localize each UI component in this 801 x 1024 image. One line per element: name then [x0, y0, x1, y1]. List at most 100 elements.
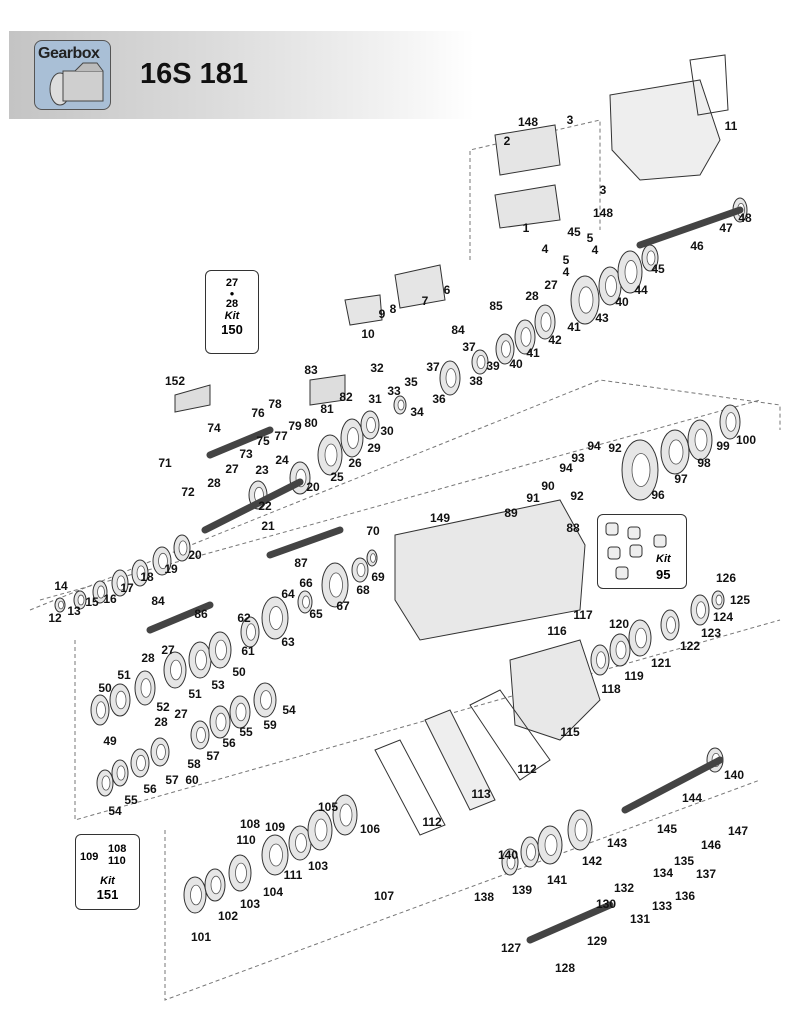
shaft	[201, 478, 304, 534]
gear-bore	[725, 412, 737, 432]
part-label-13: 13	[67, 604, 81, 618]
part-label-101: 101	[190, 930, 212, 944]
part-label-134: 134	[652, 866, 674, 880]
part-label-28: 28	[207, 476, 221, 490]
part-label-45: 45	[567, 225, 581, 239]
gear-bore	[116, 765, 126, 781]
gear-bore	[246, 623, 256, 641]
part-label-97: 97	[674, 472, 688, 486]
gear-bore	[445, 368, 457, 388]
shaft	[526, 901, 614, 944]
gear-bore	[635, 627, 647, 649]
part-label-48: 48	[738, 211, 752, 225]
gear-bore	[476, 354, 486, 369]
kit-part: 28	[225, 298, 239, 310]
part-label-26: 26	[348, 456, 362, 470]
part-label-96: 96	[651, 488, 665, 502]
part-label-103: 103	[239, 897, 261, 911]
part-label-15: 15	[85, 595, 99, 609]
part-label-140: 140	[497, 848, 519, 862]
part-label-94: 94	[587, 439, 601, 453]
part-label-123: 123	[700, 626, 722, 640]
cover-plate	[494, 124, 561, 176]
kit-box-151: 109 108 110 Kit 151	[75, 834, 140, 910]
part-label-133: 133	[651, 899, 673, 913]
part-label-79: 79	[288, 419, 302, 433]
gear-bore	[158, 552, 168, 570]
part-label-127: 127	[500, 941, 522, 955]
part-label-129: 129	[586, 934, 608, 948]
sleeve	[309, 374, 346, 406]
part-label-44: 44	[634, 283, 648, 297]
page-title: 16S 181	[140, 58, 249, 90]
gear-bore	[574, 818, 588, 842]
part-label-117: 117	[573, 608, 593, 622]
part-label-152: 152	[164, 374, 186, 388]
plate	[424, 709, 496, 811]
part-label-108: 108	[239, 817, 261, 831]
part-label-112: 112	[517, 762, 537, 776]
part-label-148: 148	[592, 206, 614, 220]
part-label-20: 20	[188, 548, 202, 562]
cover-gasket	[689, 54, 729, 116]
part-label-24: 24	[275, 453, 289, 467]
part-label-144: 144	[681, 791, 703, 805]
part-label-43: 43	[595, 311, 609, 325]
gear-bore	[170, 659, 182, 681]
part-label-91: 91	[526, 491, 540, 505]
kit-part: 27	[225, 277, 239, 289]
gear-bore	[356, 563, 366, 578]
part-label-40: 40	[615, 295, 629, 309]
part-label-121: 121	[650, 656, 672, 670]
part-label-60: 60	[185, 773, 199, 787]
bracket	[174, 384, 211, 413]
part-label-50: 50	[232, 665, 246, 679]
part-label-35: 35	[404, 375, 418, 389]
part-label-141: 141	[546, 873, 568, 887]
part-label-3: 3	[566, 113, 574, 127]
part-label-78: 78	[268, 397, 282, 411]
part-label-100: 100	[735, 433, 757, 447]
part-label-136: 136	[674, 889, 696, 903]
gear-bore	[370, 553, 376, 563]
part-label-66: 66	[299, 576, 313, 590]
kit-label: Kit	[224, 310, 240, 322]
part-label-109: 109	[264, 820, 286, 834]
part-label-120: 120	[608, 617, 630, 631]
gear-bore	[178, 540, 188, 556]
part-label-11: 11	[724, 119, 738, 133]
part-label-81: 81	[320, 402, 334, 416]
part-label-51: 51	[188, 687, 202, 701]
part-label-67: 67	[336, 599, 350, 613]
part-label-103: 103	[307, 859, 329, 873]
part-label-71: 71	[158, 456, 172, 470]
part-label-23: 23	[255, 463, 269, 477]
part-label-17: 17	[120, 581, 134, 595]
part-label-80: 80	[304, 416, 318, 430]
part-label-128: 128	[554, 961, 576, 975]
part-label-25: 25	[330, 470, 344, 484]
rear-housing	[509, 639, 601, 741]
shaft	[621, 756, 724, 814]
part-label-21: 21	[261, 519, 275, 533]
gear-bore	[156, 743, 166, 761]
part-label-143: 143	[606, 836, 628, 850]
gear-bore	[526, 843, 536, 861]
gear-bore	[347, 427, 359, 449]
part-label-112: 112	[422, 815, 442, 829]
part-label-38: 38	[469, 374, 483, 388]
part-label-33: 33	[387, 384, 401, 398]
gear-bore	[501, 340, 511, 358]
part-label-73: 73	[239, 447, 253, 461]
part-label-59: 59	[263, 718, 277, 732]
guide-line	[39, 399, 761, 601]
part-label-51: 51	[117, 668, 131, 682]
part-label-86: 86	[194, 607, 208, 621]
part-label-27: 27	[161, 643, 175, 657]
part-label-53: 53	[211, 678, 225, 692]
part-label-28: 28	[525, 289, 539, 303]
gear-bore	[235, 702, 247, 722]
part-label-61: 61	[241, 644, 255, 658]
gasket	[374, 739, 446, 836]
part-label-63: 63	[281, 635, 295, 649]
